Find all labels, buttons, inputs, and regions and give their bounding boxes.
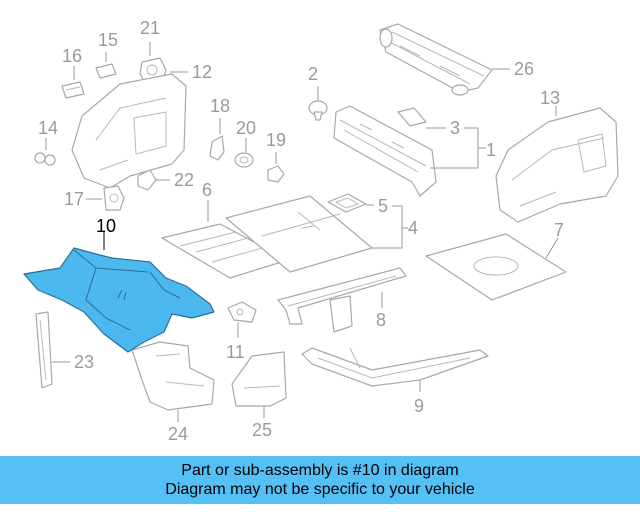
callout-21[interactable]: 21	[140, 18, 160, 38]
callout-26[interactable]: 26	[514, 59, 534, 79]
callout-16[interactable]: 16	[62, 46, 82, 66]
part-9-lower-rail[interactable]	[301, 347, 489, 387]
part-4-cargo-floor[interactable]	[225, 195, 373, 273]
part-23-side-trim[interactable]	[35, 311, 53, 389]
callout-17[interactable]: 17	[64, 189, 84, 209]
info-banner: Part or sub-assembly is #10 in diagram D…	[0, 456, 640, 504]
part-8-support-rail[interactable]	[277, 267, 407, 333]
callout-14[interactable]: 14	[38, 118, 58, 138]
banner-line-1: Part or sub-assembly is #10 in diagram	[181, 462, 459, 479]
parts-diagram: 26 21 15 16 12 14 17 18	[23, 18, 619, 444]
callout-4[interactable]: 4	[408, 218, 418, 238]
part-18-hook[interactable]	[209, 135, 225, 161]
callout-7[interactable]: 7	[554, 220, 564, 240]
callout-20[interactable]: 20	[236, 118, 256, 138]
part-3-plate[interactable]	[397, 107, 427, 127]
part-17-latch[interactable]	[103, 185, 125, 211]
callout-12[interactable]: 12	[192, 62, 212, 82]
callout-15[interactable]: 15	[98, 30, 118, 50]
callout-8[interactable]: 8	[376, 310, 386, 330]
callout-11[interactable]: 11	[226, 342, 245, 362]
part-11-bracket[interactable]	[227, 301, 257, 323]
part-25-trim-panel[interactable]	[231, 351, 287, 407]
part-22-clip[interactable]	[137, 169, 157, 191]
callout-3[interactable]: 3	[450, 118, 460, 138]
callout-19[interactable]: 19	[266, 130, 286, 150]
callout-2[interactable]: 2	[308, 64, 318, 84]
part-24-lower-trim[interactable]	[131, 341, 215, 411]
part-13-right-quarter-trim[interactable]	[495, 107, 619, 223]
part-20-grommet[interactable]	[234, 152, 254, 168]
callout-18[interactable]: 18	[210, 96, 230, 116]
part-5-cover[interactable]	[327, 193, 367, 213]
callout-25[interactable]: 25	[252, 420, 272, 440]
callout-9[interactable]: 9	[414, 396, 424, 416]
banner-line-2: Diagram may not be specific to your vehi…	[165, 481, 475, 498]
callout-6[interactable]: 6	[202, 180, 212, 200]
callout-24[interactable]: 24	[168, 424, 188, 444]
callout-1[interactable]: 1	[486, 140, 496, 160]
callout-22[interactable]: 22	[174, 170, 194, 190]
part-2-push-pin[interactable]	[308, 100, 328, 121]
part-26-cargo-cover[interactable]	[379, 23, 493, 96]
callout-5[interactable]: 5	[378, 196, 388, 216]
part-16-block[interactable]	[61, 81, 85, 99]
part-19-fastener[interactable]	[267, 165, 285, 183]
callout-13[interactable]: 13	[540, 88, 560, 108]
part-7-cargo-mat[interactable]	[425, 233, 567, 301]
callout-10[interactable]: 10	[96, 216, 116, 236]
part-12-left-quarter-trim[interactable]	[71, 73, 187, 189]
callout-23[interactable]: 23	[74, 352, 94, 372]
part-1-rear-member[interactable]	[333, 105, 437, 197]
part-14-clips[interactable]	[34, 152, 56, 166]
part-10-floor-covering-highlighted[interactable]	[23, 247, 215, 353]
part-15-bracket[interactable]	[95, 63, 117, 79]
